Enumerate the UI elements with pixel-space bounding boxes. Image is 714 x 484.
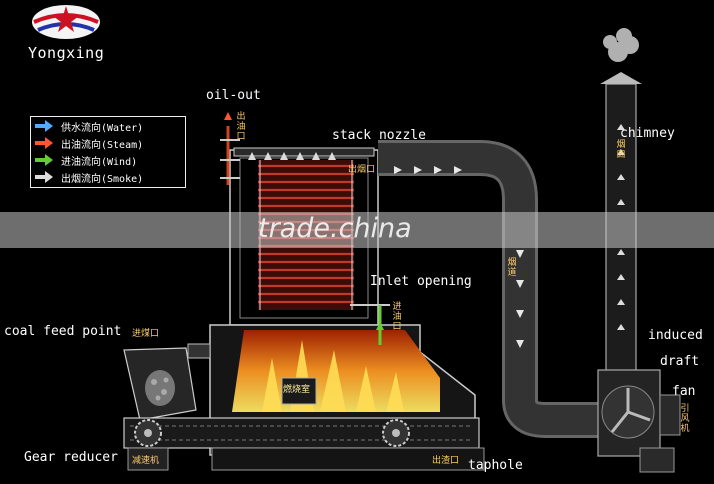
label-coal-feed-point: coal feed point xyxy=(4,324,122,339)
chimney-stack xyxy=(600,28,642,385)
label-taphole: taphole xyxy=(468,458,523,473)
cn-label-slag-outlet: 出渣口 xyxy=(432,456,460,466)
arrow-right-icon xyxy=(35,154,53,166)
oil-out-pipe xyxy=(220,112,240,185)
legend-label: 供水流向(Water) xyxy=(61,122,144,134)
induced-draft-fan xyxy=(597,369,681,473)
label-chimney: chimney xyxy=(620,126,675,141)
cn-label-chimney: 烟囱 xyxy=(616,140,626,160)
legend-item-water: 供水流向(Water) xyxy=(35,118,143,134)
cn-label-coal-inlet: 进煤口 xyxy=(132,329,160,339)
cn-label-smoke-outlet: 出烟口 xyxy=(348,165,376,175)
label-gear-reducer: Gear reducer xyxy=(24,450,118,465)
watermark-text: trade.china xyxy=(258,213,412,244)
inlet-pipe xyxy=(350,304,390,345)
cn-label-fan: 引风机 xyxy=(680,404,690,434)
legend-label: 进油流向(Wind) xyxy=(61,156,138,168)
legend-item-steam: 出油流向(Steam) xyxy=(35,135,143,151)
watermark-band xyxy=(0,212,714,248)
flue-duct xyxy=(378,140,600,438)
cn-label-flue: 烟道 xyxy=(507,258,517,278)
label-draft: draft xyxy=(660,354,700,369)
coal-hopper xyxy=(123,343,211,421)
cn-label-oil-inlet: 进油口 xyxy=(392,302,402,332)
label-induced: induced xyxy=(648,328,703,343)
label-fan: fan xyxy=(672,384,696,399)
label-inlet-opening: Inlet opening xyxy=(370,274,472,289)
gear-wheel-left xyxy=(134,419,162,447)
cn-label-combustion-chamber: 燃烧室 xyxy=(283,385,311,395)
cn-label-oil-outlet: 出油口 xyxy=(236,112,246,142)
label-stack-nozzle: stack nozzle xyxy=(332,128,426,143)
arrow-right-icon xyxy=(35,137,53,149)
brand-name: Yongxing xyxy=(28,44,105,62)
chain-grate xyxy=(123,417,485,471)
cn-label-reducer: 减速机 xyxy=(132,456,160,466)
gear-wheel-right xyxy=(382,419,410,447)
arrow-right-icon xyxy=(35,120,53,132)
label-oil-out: oil-out xyxy=(206,88,261,103)
legend-item-wind: 进油流向(Wind) xyxy=(35,152,137,168)
flow-legend: 供水流向(Water) 出油流向(Steam) 进油流向(Wind) 出烟流向(… xyxy=(30,116,186,188)
brand-logo xyxy=(32,5,100,39)
legend-label: 出烟流向(Smoke) xyxy=(61,173,144,185)
arrow-right-icon xyxy=(35,171,53,183)
legend-item-smoke: 出烟流向(Smoke) xyxy=(35,169,143,185)
smoke-puff xyxy=(603,28,639,62)
legend-label: 出油流向(Steam) xyxy=(61,139,144,151)
